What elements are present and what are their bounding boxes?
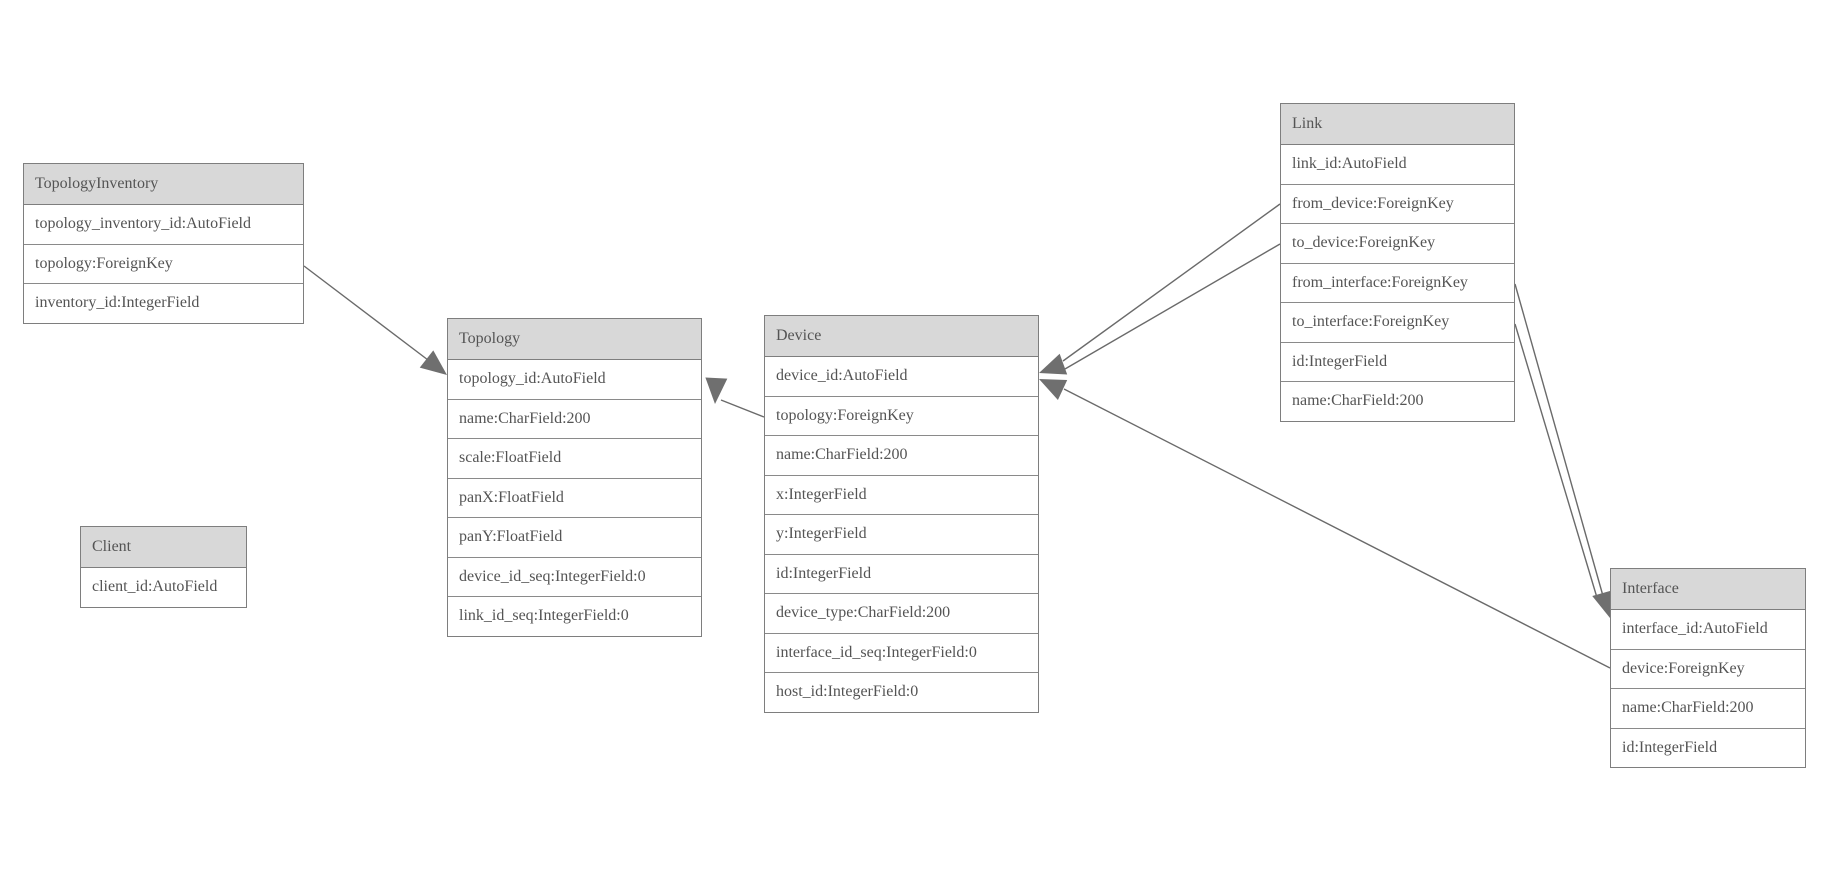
field-row: inventory_id:IntegerField [24, 284, 303, 323]
field-row: link_id:AutoField [1281, 145, 1514, 185]
relationship-line [303, 265, 429, 361]
relationship-line [1062, 203, 1281, 362]
field-row: device:ForeignKey [1611, 649, 1805, 689]
relationship-arrowhead [1039, 353, 1068, 375]
relationship-arrowhead [705, 377, 728, 404]
field-row: name:CharField:200 [765, 436, 1038, 476]
field-row: to_device:ForeignKey [1281, 224, 1514, 264]
field-row: device_type:CharField:200 [765, 594, 1038, 634]
field-row: id:IntegerField [1611, 728, 1805, 767]
field-row: to_interface:ForeignKey [1281, 303, 1514, 343]
field-row: interface_id:AutoField [1611, 610, 1805, 650]
relationship-arrowhead [419, 350, 447, 375]
field-row: topology:ForeignKey [24, 244, 303, 284]
field-row: panY:FloatField [448, 518, 701, 558]
table-title: TopologyInventory [24, 164, 303, 205]
field-row: topology_inventory_id:AutoField [24, 205, 303, 245]
table-title: Link [1281, 104, 1514, 145]
field-row: device_id_seq:IntegerField:0 [448, 557, 701, 597]
field-row: x:IntegerField [765, 475, 1038, 515]
field-row: interface_id_seq:IntegerField:0 [765, 633, 1038, 673]
field-row: topology_id:AutoField [448, 360, 701, 400]
table-title: Interface [1611, 569, 1805, 610]
field-row: from_interface:ForeignKey [1281, 263, 1514, 303]
field-row: name:CharField:200 [448, 399, 701, 439]
field-row: y:IntegerField [765, 515, 1038, 555]
field-row: device_id:AutoField [765, 357, 1038, 397]
relationship-line [720, 399, 765, 418]
relationship-line [1064, 243, 1281, 370]
table-title: Topology [448, 319, 701, 360]
field-row: name:CharField:200 [1611, 689, 1805, 729]
field-row: host_id:IntegerField:0 [765, 673, 1038, 712]
table-title: Device [765, 316, 1038, 357]
relationship-line [1063, 388, 1611, 669]
field-row: panX:FloatField [448, 478, 701, 518]
field-row: id:IntegerField [1281, 342, 1514, 382]
field-row: from_device:ForeignKey [1281, 184, 1514, 224]
field-row: topology:ForeignKey [765, 396, 1038, 436]
relationship-line [1514, 323, 1599, 602]
relationship-line [1514, 283, 1604, 597]
field-row: name:CharField:200 [1281, 382, 1514, 421]
field-row: client_id:AutoField [81, 568, 246, 607]
field-row: id:IntegerField [765, 554, 1038, 594]
relationship-arrowhead [1039, 379, 1068, 400]
field-row: scale:FloatField [448, 439, 701, 479]
field-row: link_id_seq:IntegerField:0 [448, 597, 701, 636]
table-title: Client [81, 527, 246, 568]
